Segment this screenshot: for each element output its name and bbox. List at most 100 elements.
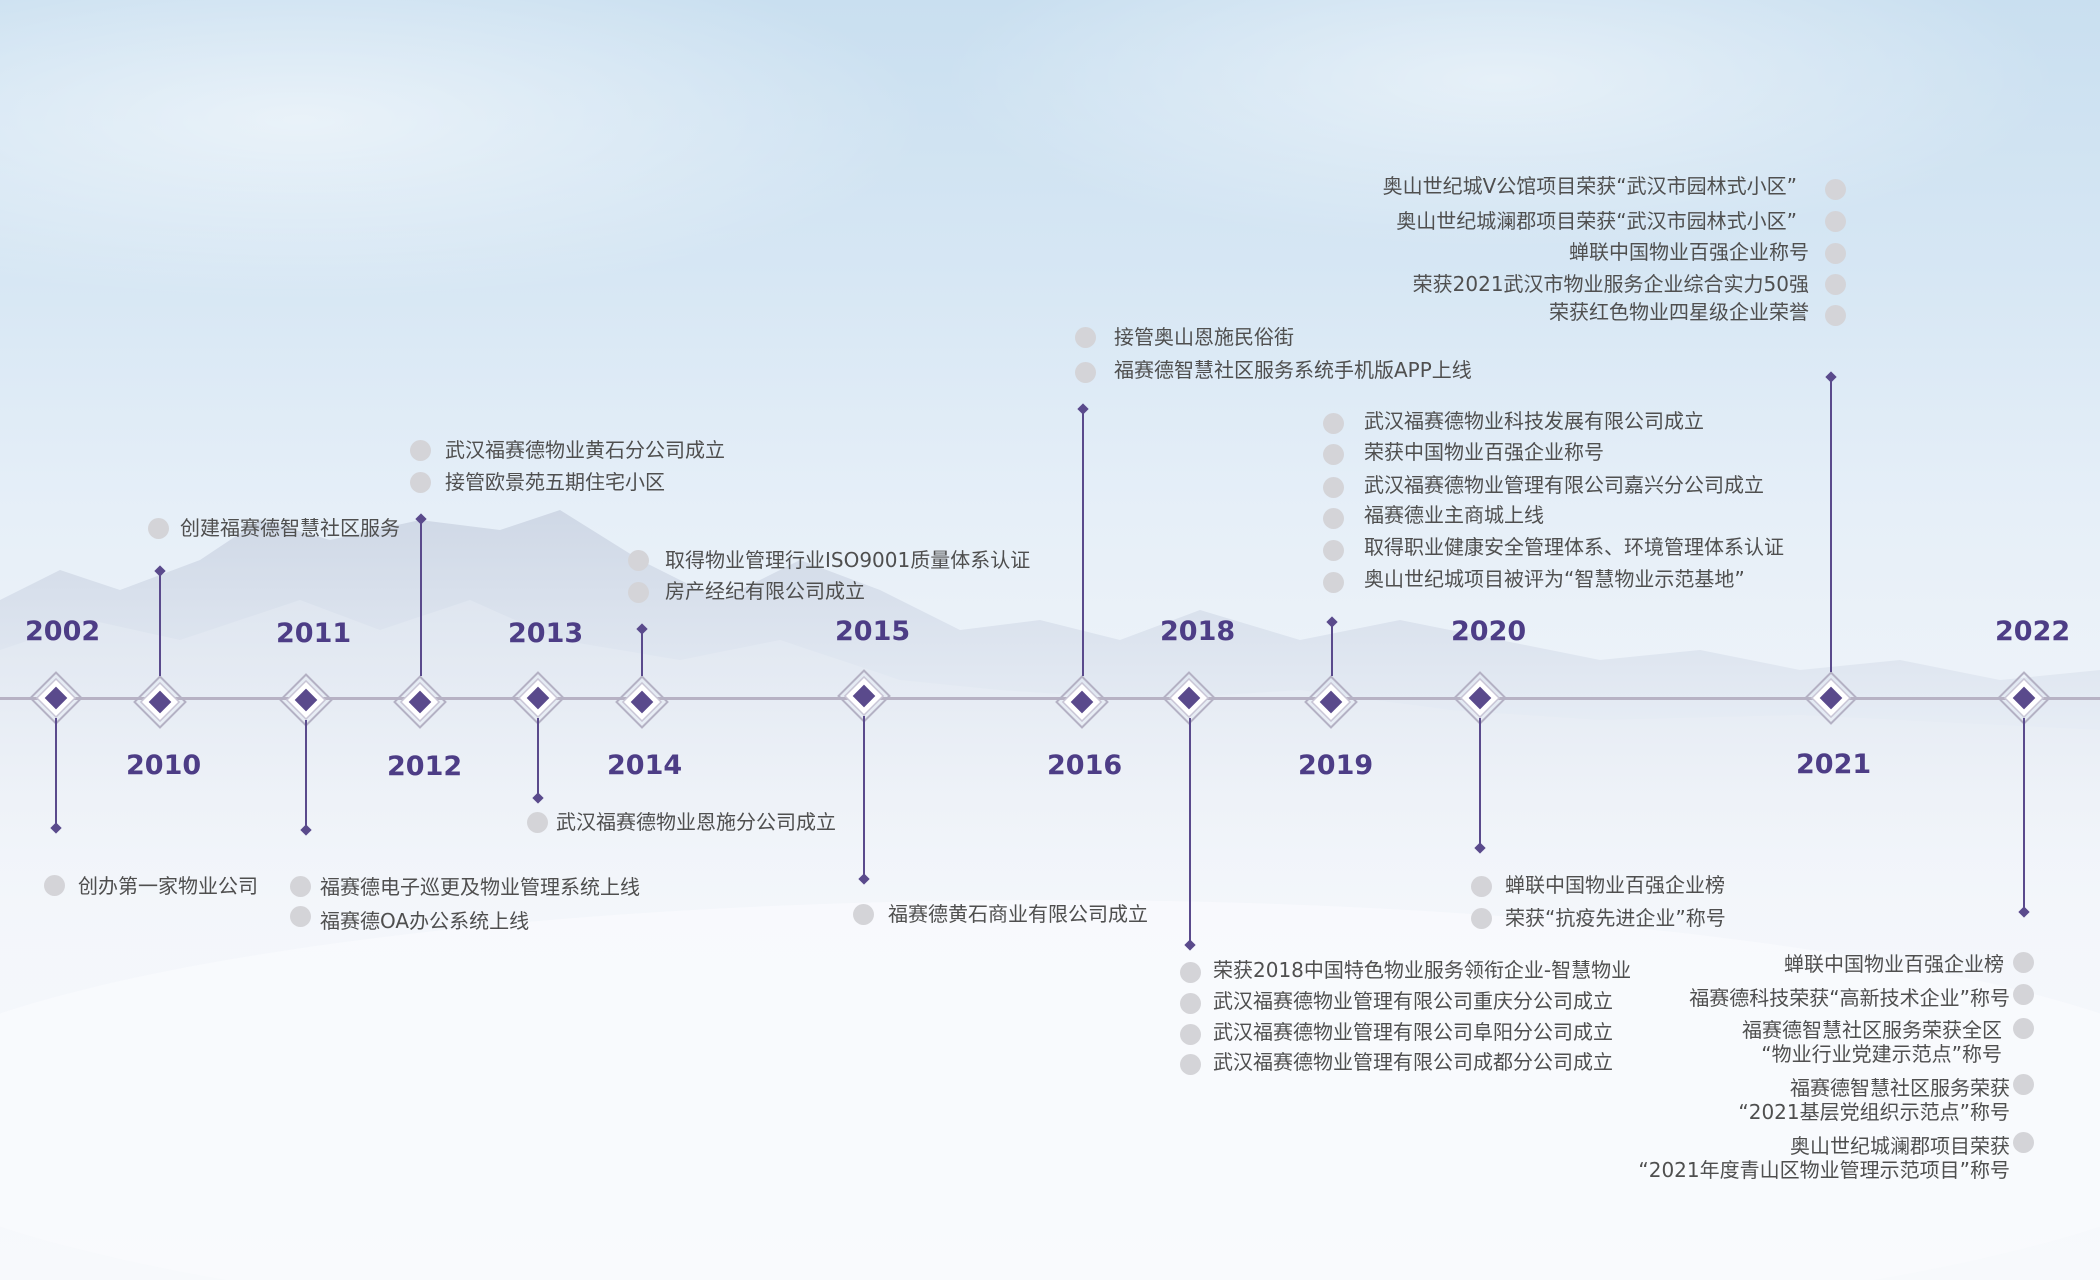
event-2013-1: 武汉福赛德物业恩施分公司成立 <box>556 810 836 834</box>
event-2022-4: 福赛德智慧社区服务荣获 “2021基层党组织示范点”称号 <box>1738 1076 2010 1124</box>
stem-2019 <box>1331 622 1333 676</box>
event-2010-1: 创建福赛德智慧社区服务 <box>180 516 400 540</box>
year-label-2010: 2010 <box>126 750 202 781</box>
event-2015-1: 福赛德黄石商业有限公司成立 <box>888 902 1148 926</box>
bullet-dot <box>1075 327 1096 348</box>
event-2014-1: 取得物业管理行业ISO9001质量体系认证 <box>665 548 1031 572</box>
bullet-dot <box>527 812 548 833</box>
event-2018-1: 荣获2018中国特色物业服务领衔企业-智慧物业 <box>1213 958 1632 982</box>
event-2022-1-line-1: 蝉联中国物业百强企业榜 <box>1784 952 2004 976</box>
bullet-dot <box>2013 952 2034 973</box>
bullet-dot <box>1825 274 1846 295</box>
event-2022-5-line-1: 奥山世纪城澜郡项目荣获 <box>1790 1134 2010 1158</box>
bullet-dot <box>1323 540 1344 561</box>
bullet-dot <box>1075 362 1096 383</box>
bullet-dot <box>853 904 874 925</box>
bullet-dot <box>628 582 649 603</box>
event-2019-6: 奥山世纪城项目被评为“智慧物业示范基地” <box>1364 567 1745 591</box>
bullet-dot <box>2013 984 2034 1005</box>
bullet-dot <box>1180 1054 1201 1075</box>
event-2021-3: 蝉联中国物业百强企业称号 <box>1569 240 1809 264</box>
year-label-2014: 2014 <box>607 750 683 781</box>
marker-2019 <box>1304 675 1358 729</box>
year-label-2015: 2015 <box>835 616 911 647</box>
bullet-dot <box>148 518 169 539</box>
bullet-dot <box>1825 305 1846 326</box>
event-2022-5-line-2: “2021年度青山区物业管理示范项目”称号 <box>1638 1158 2010 1182</box>
event-2021-2: 奥山世纪城澜郡项目荣获“武汉市园林式小区” <box>1396 209 1797 233</box>
stem-2016 <box>1082 409 1084 676</box>
bullet-dot <box>1180 1024 1201 1045</box>
stem-2020 <box>1479 718 1481 848</box>
bullet-dot <box>1323 477 1344 498</box>
event-2002-1: 创办第一家物业公司 <box>78 874 258 898</box>
event-2022-3-line-1: 福赛德智慧社区服务荣获全区 <box>1742 1018 2002 1042</box>
marker-2020 <box>1453 671 1507 725</box>
event-2019-3: 武汉福赛德物业管理有限公司嘉兴分公司成立 <box>1364 473 1764 497</box>
bullet-dot <box>1323 572 1344 593</box>
stem-2010 <box>159 571 161 676</box>
year-label-2018: 2018 <box>1160 616 1236 647</box>
stem-2022 <box>2023 718 2025 912</box>
stem-2021 <box>1830 377 1832 672</box>
event-2022-4-line-2: “2021基层党组织示范点”称号 <box>1738 1100 2010 1124</box>
bullet-dot <box>2013 1074 2034 1095</box>
event-2022-4-line-1: 福赛德智慧社区服务荣获 <box>1790 1076 2010 1100</box>
marker-2015 <box>837 669 891 723</box>
event-2021-1: 奥山世纪城V公馆项目荣获“武汉市园林式小区” <box>1382 174 1797 198</box>
event-2022-3-line-2: “物业行业党建示范点”称号 <box>1761 1042 2002 1066</box>
event-2022-2: 福赛德科技荣获“高新技术企业”称号 <box>1689 986 2010 1010</box>
stem-2015 <box>863 716 865 879</box>
bullet-dot <box>628 550 649 571</box>
event-2016-2: 福赛德智慧社区服务系统手机版APP上线 <box>1114 358 1472 382</box>
marker-2002 <box>29 671 83 725</box>
stem-2011 <box>305 720 307 830</box>
bullet-dot <box>1825 179 1846 200</box>
event-2019-1: 武汉福赛德物业科技发展有限公司成立 <box>1364 409 1704 433</box>
marker-2021 <box>1804 671 1858 725</box>
bullet-dot <box>290 876 311 897</box>
stem-2002 <box>55 718 57 828</box>
event-2021-4: 荣获2021武汉市物业服务企业综合实力50强 <box>1412 272 1809 296</box>
marker-2016 <box>1055 675 1109 729</box>
stem-2014 <box>641 629 643 676</box>
event-2012-1: 武汉福赛德物业黄石分公司成立 <box>445 438 725 462</box>
year-label-2012: 2012 <box>387 751 463 782</box>
event-2019-4: 福赛德业主商城上线 <box>1364 503 1544 527</box>
marker-2012 <box>393 675 447 729</box>
bullet-dot <box>1180 962 1201 983</box>
event-2020-1: 蝉联中国物业百强企业榜 <box>1505 873 1725 897</box>
year-label-2002: 2002 <box>25 616 101 647</box>
year-label-2022: 2022 <box>1995 616 2071 647</box>
event-2019-2: 荣获中国物业百强企业称号 <box>1364 440 1604 464</box>
marker-2014 <box>615 675 669 729</box>
bullet-dot <box>2013 1132 2034 1153</box>
event-2022-2-line-1: 福赛德科技荣获“高新技术企业”称号 <box>1689 986 2010 1010</box>
bullet-dot <box>44 875 65 896</box>
event-2014-2: 房产经纪有限公司成立 <box>665 579 865 603</box>
timeline-axis <box>0 697 2100 700</box>
bullet-dot <box>1323 508 1344 529</box>
bullet-dot <box>1323 444 1344 465</box>
event-2022-3: 福赛德智慧社区服务荣获全区 “物业行业党建示范点”称号 <box>1742 1018 2002 1066</box>
year-label-2016: 2016 <box>1047 750 1123 781</box>
stem-2018 <box>1189 718 1191 945</box>
marker-2013 <box>511 671 565 725</box>
bullet-dot <box>1180 993 1201 1014</box>
year-label-2020: 2020 <box>1451 616 1527 647</box>
event-2011-2: 福赛德OA办公系统上线 <box>320 909 530 933</box>
bullet-dot <box>290 906 311 927</box>
stem-2013 <box>537 718 539 798</box>
event-2019-5: 取得职业健康安全管理体系、环境管理体系认证 <box>1364 535 1784 559</box>
event-2018-2: 武汉福赛德物业管理有限公司重庆分公司成立 <box>1213 989 1613 1013</box>
event-2018-3: 武汉福赛德物业管理有限公司阜阳分公司成立 <box>1213 1020 1613 1044</box>
bullet-dot <box>410 472 431 493</box>
year-label-2011: 2011 <box>276 618 352 649</box>
bullet-dot <box>1323 413 1344 434</box>
marker-2010 <box>133 675 187 729</box>
marker-2011 <box>279 673 333 727</box>
event-2021-5: 荣获红色物业四星级企业荣誉 <box>1549 300 1809 324</box>
bullet-dot <box>1471 876 1492 897</box>
stem-2012 <box>420 519 422 676</box>
year-label-2019: 2019 <box>1298 750 1374 781</box>
